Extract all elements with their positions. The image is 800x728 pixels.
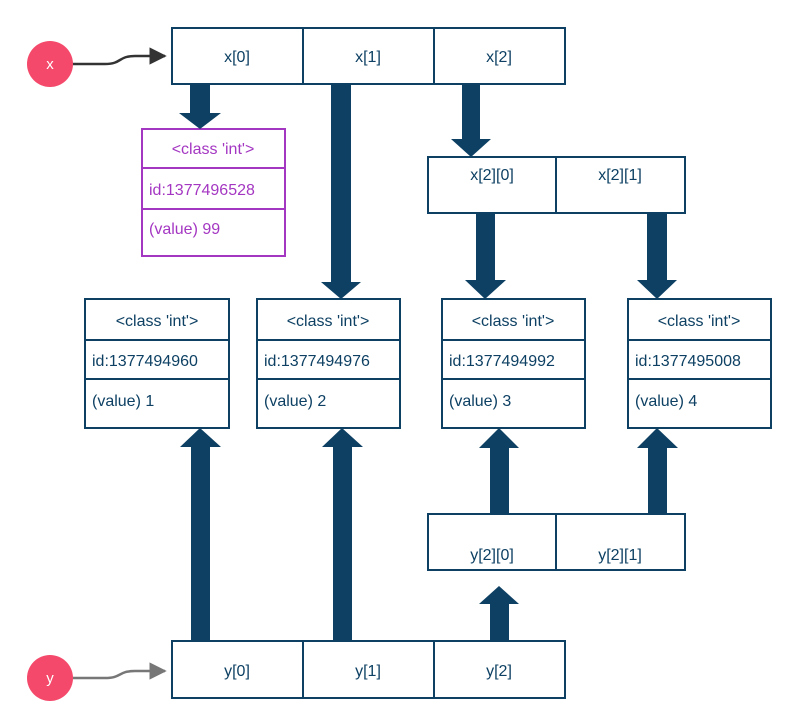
y-sub-cell-1: y[2][1]	[598, 547, 642, 564]
ref-arrow-x0-to-int99	[179, 84, 221, 129]
int-object-1-value: (value) 1	[92, 393, 154, 410]
y-sublist: y[2][0] y[2][1]	[427, 513, 686, 571]
int-object-2-id: id:1377494976	[264, 353, 370, 370]
x-sub-cell-0: x[2][0]	[470, 167, 514, 184]
int-object-4-value: (value) 4	[635, 393, 697, 410]
int-object-4: <class 'int'> id:1377495008 (value) 4	[627, 298, 772, 429]
int-object-2-frame	[256, 298, 401, 429]
x-cell-0: x[0]	[224, 49, 250, 66]
int-object-1: <class 'int'> id:1377494960 (value) 1	[84, 298, 230, 429]
x-list-frame	[171, 27, 566, 85]
int-object-99-id: id:1377496528	[149, 182, 255, 199]
int-object-3-class: <class 'int'>	[472, 313, 555, 330]
variable-y-label: y	[46, 670, 54, 687]
variable-x: x	[27, 41, 73, 87]
y-cell-0: y[0]	[224, 663, 250, 680]
x-list: x[0] x[1] x[2]	[171, 27, 566, 85]
y-sub-cell-0: y[2][0]	[470, 547, 514, 564]
int-object-99-frame	[141, 128, 286, 257]
ref-arrow-y2-to-sublist	[479, 586, 519, 641]
ref-arrow-x1-to-int2	[321, 84, 361, 299]
x-cell-1: x[1]	[355, 49, 381, 66]
ref-arrow-y20-to-int3	[479, 428, 519, 514]
int-object-2-value: (value) 2	[264, 393, 326, 410]
int-object-2-class: <class 'int'>	[287, 313, 370, 330]
int-object-4-class: <class 'int'>	[658, 313, 741, 330]
ref-arrow-x2-to-sublist	[451, 84, 491, 157]
y-cell-1: y[1]	[355, 663, 381, 680]
int-object-1-frame	[84, 298, 230, 429]
y-cell-2: y[2]	[486, 663, 512, 680]
int-object-4-frame	[627, 298, 772, 429]
int-object-1-class: <class 'int'>	[116, 313, 199, 330]
variable-y: y	[27, 655, 73, 701]
int-object-99-value: (value) 99	[149, 221, 220, 238]
ref-arrow-y21-to-int4	[637, 428, 678, 514]
x-sublist: x[2][0] x[2][1]	[427, 156, 686, 214]
int-object-3: <class 'int'> id:1377494992 (value) 3	[441, 298, 586, 429]
ref-arrow-y1-to-int2	[322, 428, 363, 641]
int-object-99: <class 'int'> id:1377496528 (value) 99	[141, 128, 286, 257]
ref-arrow-x20-to-int3	[465, 213, 506, 299]
ref-arrow-x21-to-int4	[637, 213, 677, 299]
int-object-3-id: id:1377494992	[449, 353, 555, 370]
x-cell-2: x[2]	[486, 49, 512, 66]
int-object-3-value: (value) 3	[449, 393, 511, 410]
y-list-frame	[171, 640, 566, 699]
x-pointer-arrow	[73, 47, 167, 66]
int-object-3-frame	[441, 298, 586, 429]
int-object-2: <class 'int'> id:1377494976 (value) 2	[256, 298, 401, 429]
int-object-1-id: id:1377494960	[92, 353, 198, 370]
ref-arrow-y0-to-int1	[180, 428, 221, 641]
y-pointer-arrow	[73, 662, 167, 680]
y-list: y[0] y[1] y[2]	[171, 640, 566, 699]
variable-x-circle	[27, 41, 73, 87]
int-object-4-id: id:1377495008	[635, 353, 741, 370]
x-sub-cell-1: x[2][1]	[598, 167, 642, 184]
variable-y-circle	[27, 655, 73, 701]
variable-x-label: x	[46, 56, 54, 73]
int-object-99-class: <class 'int'>	[172, 141, 255, 158]
